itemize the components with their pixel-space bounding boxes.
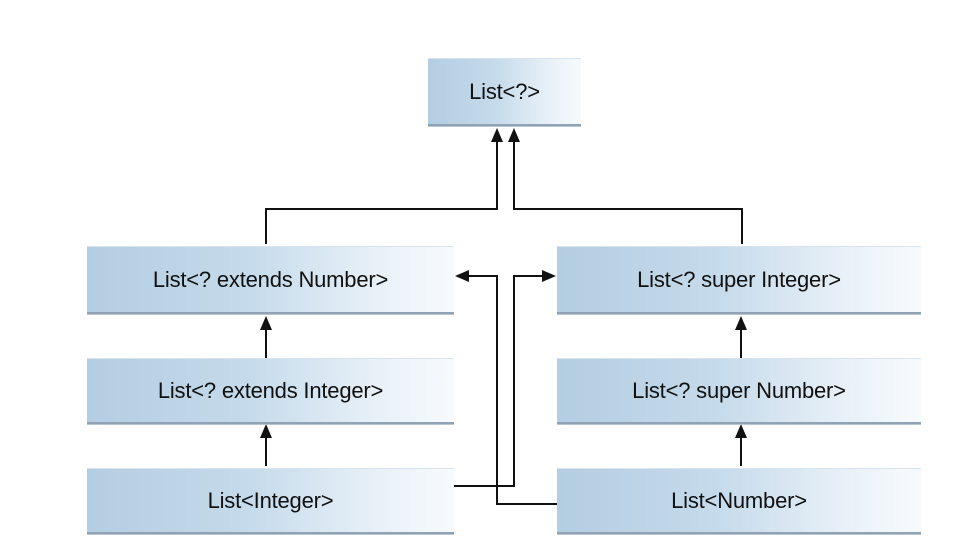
arrowhead-super-number [735,424,747,438]
arrowhead-wildcard-right [508,128,520,142]
node-list-extends-integer: List<? extends Integer> [87,358,454,424]
edge-super-integer-to-wildcard [513,142,743,244]
arrowhead-super-integer [735,316,747,330]
node-list-extends-number: List<? extends Number> [87,246,454,314]
arrowhead-extends-integer [260,424,272,438]
node-list-wildcard: List<?> [428,58,581,126]
edge-extends-number-to-wildcard [265,142,498,244]
node-label: List<Integer> [207,487,334,513]
node-label: List<?> [469,78,540,104]
arrowhead-extends-number [260,316,272,330]
edge-number-to-extends-number [469,275,557,505]
arrowhead-wildcard-left [491,128,503,142]
node-label: List<? super Integer> [637,266,841,292]
arrowhead-super-integer-side [542,270,556,282]
node-list-super-number: List<? super Number> [557,358,921,424]
node-label: List<? extends Integer> [157,377,384,403]
node-list-super-integer: List<? super Integer> [557,246,921,314]
node-list-number: List<Number> [557,468,921,534]
node-label: List<? super Number> [632,377,846,403]
node-label: List<Number> [671,487,807,513]
edge-integer-to-super-integer [454,275,542,487]
node-label: List<? extends Number> [152,266,389,292]
node-list-integer: List<Integer> [87,468,454,534]
arrowhead-extends-number-side [455,270,469,282]
